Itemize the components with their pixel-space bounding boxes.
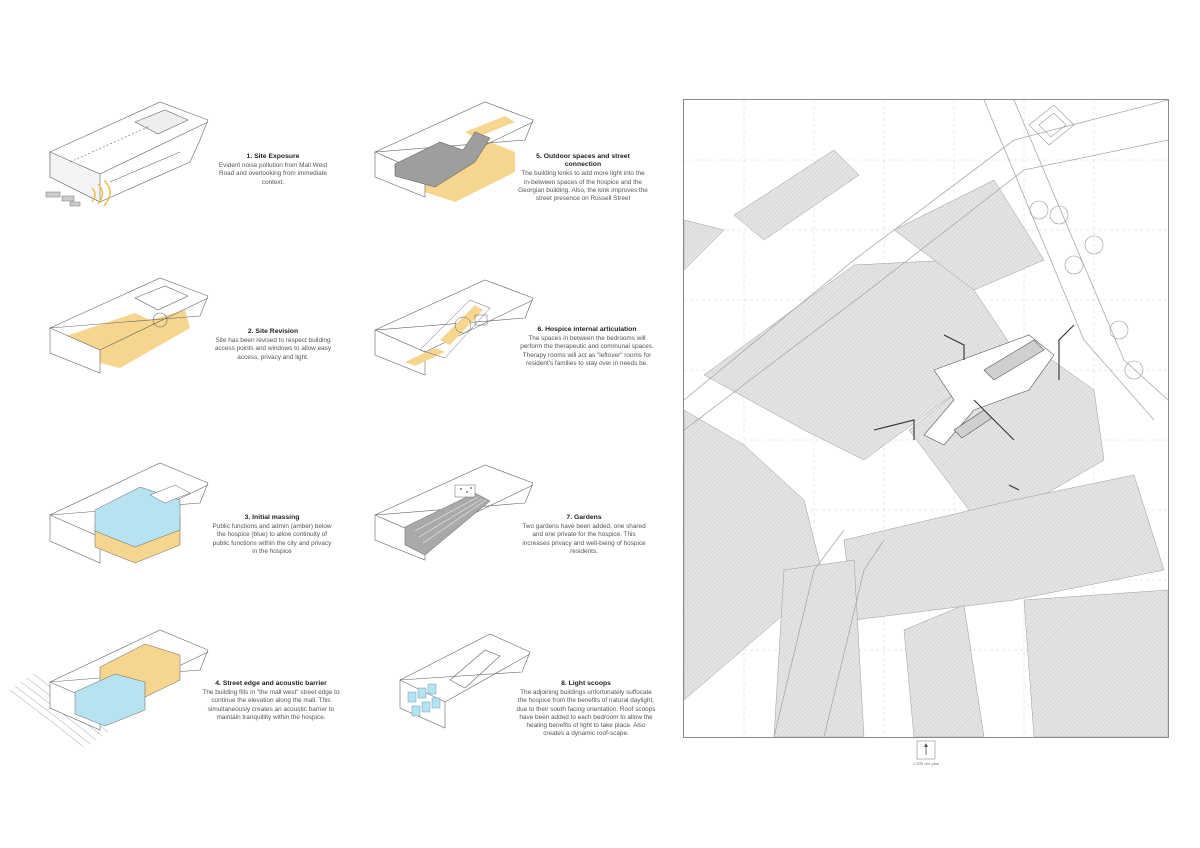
step-7-caption: 7. Gardens Two gardens have been added, …	[518, 514, 650, 556]
step-7-text: Two gardens have been added, one shared …	[522, 523, 646, 555]
site-plan-drawing	[684, 100, 1168, 737]
step-1-caption: 1. Site Exposure Evident noise pollution…	[213, 153, 333, 187]
site-plan	[683, 99, 1169, 738]
diagram-initial-massing	[49, 462, 209, 564]
step-3-text: Public functions and admin (amber) below…	[212, 523, 332, 555]
diagram-site-revision	[49, 277, 209, 374]
diagram-site-exposure	[45, 101, 209, 207]
diagram-internal-articulation	[374, 279, 534, 376]
step-8-text: The adjoining buildings unfortunately su…	[516, 689, 656, 738]
step-2-title: 2. Site Revision	[247, 328, 299, 335]
step-6-title: 6. Hospice internal articulation	[537, 326, 637, 333]
step-8-caption: 8. Light scoops The adjoining buildings …	[516, 680, 656, 738]
diagram-gardens	[374, 464, 534, 561]
step-4-text: The building fills in "the mall west" st…	[202, 689, 340, 721]
step-6-caption: 6. Hospice internal articulation The spa…	[518, 326, 656, 368]
diagram-light-scoops	[399, 633, 531, 729]
north-arrow-icon	[916, 740, 936, 760]
step-1-text: Evident noise pollution from Mall West R…	[218, 162, 328, 186]
step-7-title: 7. Gardens	[566, 514, 602, 521]
step-1-title: 1. Site Exposure	[246, 153, 300, 160]
scale-bar: 1:500 site plan	[900, 740, 952, 766]
step-4-caption: 4. Street edge and acoustic barrier The …	[202, 680, 340, 722]
step-5-text: The building kinks to add more light int…	[518, 170, 648, 203]
step-2-caption: 2. Site Revision Site has been revised t…	[205, 328, 341, 362]
step-5-caption: 5. Outdoor spaces and street connection …	[518, 153, 648, 203]
step-4-title: 4. Street edge and acoustic barrier	[215, 680, 327, 687]
step-3-caption: 3. Initial massing Public functions and …	[210, 514, 334, 556]
step-5-title: 5. Outdoor spaces and street connection	[536, 153, 630, 169]
step-2-text: Site has been revised to respect buildin…	[214, 337, 332, 361]
step-6-text: The spaces in between the bedrooms will …	[520, 335, 654, 367]
step-8-title: 8. Light scoops	[561, 680, 611, 687]
diagram-street-edge	[9, 629, 209, 747]
diagram-outdoor-spaces	[374, 101, 534, 202]
step-3-title: 3. Initial massing	[244, 514, 300, 521]
scale-label: 1:500 site plan	[912, 761, 940, 766]
